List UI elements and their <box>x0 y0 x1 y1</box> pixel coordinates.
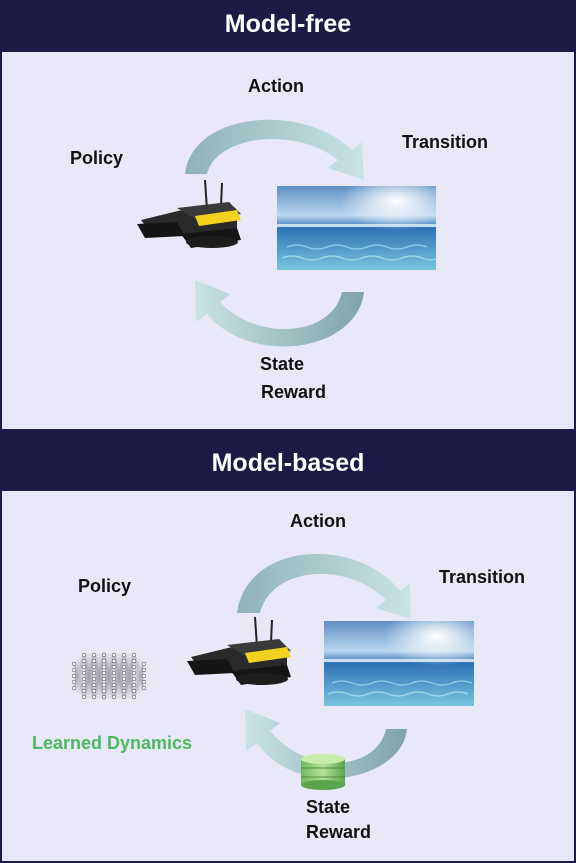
boat-image <box>187 616 291 685</box>
model-free-title: Model-free <box>224 9 352 38</box>
transition-label: Transition <box>439 567 526 587</box>
model-free-header: Model-free <box>0 0 576 48</box>
model-based-diagram <box>71 553 474 790</box>
reward-label: Reward <box>306 822 372 842</box>
policy-label: Policy <box>70 148 124 168</box>
action-label: Action <box>248 76 304 96</box>
action-arrow <box>185 119 364 180</box>
ocean-image <box>324 621 474 706</box>
model-based-title: Model-based <box>211 448 365 477</box>
state-reward-arrow <box>245 709 407 779</box>
database-icon <box>301 754 345 790</box>
state-label: State <box>260 354 305 374</box>
policy-label: Policy <box>78 576 132 596</box>
learned-dynamics-label: Learned Dynamics <box>32 733 193 753</box>
model-free-panel: Action Policy Transition State Reward <box>2 52 574 429</box>
model-based-panel: Action Policy Transition Learned Dynamic… <box>2 491 574 861</box>
action-arrow <box>237 553 411 619</box>
transition-label: Transition <box>402 132 489 152</box>
model-based-header: Model-based <box>0 437 576 489</box>
boat-image <box>137 179 241 248</box>
reward-label: Reward <box>261 382 327 402</box>
ocean-image <box>277 186 438 270</box>
model-free-diagram <box>137 119 438 347</box>
state-reward-arrow <box>195 280 364 347</box>
action-label: Action <box>290 511 346 531</box>
neural-network-icon <box>71 652 147 700</box>
state-label: State <box>306 797 351 817</box>
